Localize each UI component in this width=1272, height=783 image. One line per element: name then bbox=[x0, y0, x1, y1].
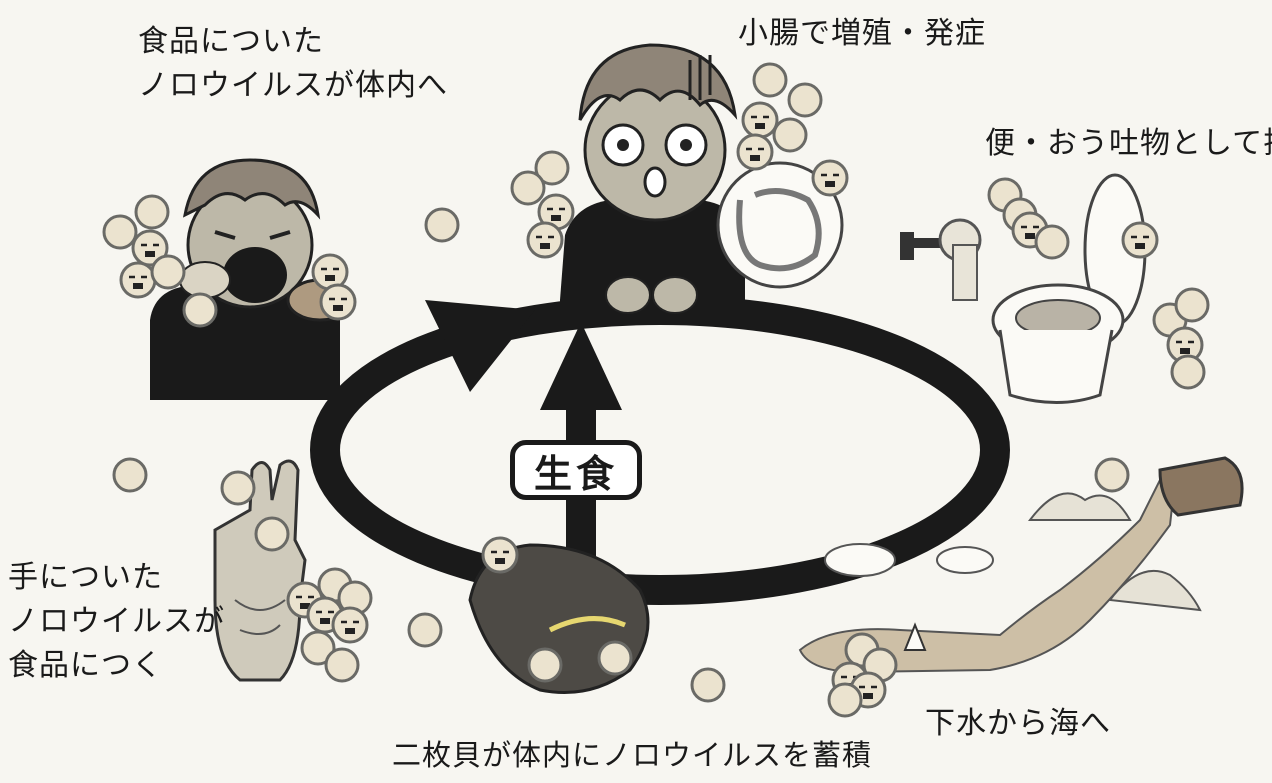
cycle-ring bbox=[310, 295, 1010, 605]
label-hand-line3: 食品につく bbox=[8, 648, 163, 683]
label-hand-line1: 手についた bbox=[8, 560, 163, 595]
drain-pipe bbox=[1158, 456, 1244, 517]
label-food-line1: 食品についた bbox=[138, 24, 324, 59]
person-eating bbox=[150, 158, 354, 400]
label-food-ingestion: 食品についた ノロウイルスが体内へ bbox=[138, 20, 448, 108]
hand bbox=[213, 459, 307, 682]
raw-eating-badge: 生食 bbox=[510, 440, 642, 500]
label-intestine: 小腸で増殖・発症 bbox=[738, 16, 986, 51]
label-hand-line2: ノロウイルスが bbox=[8, 604, 225, 639]
label-food-line2: ノロウイルスが体内へ bbox=[138, 68, 448, 103]
toilet bbox=[991, 173, 1147, 404]
toilet-paper-holder bbox=[900, 218, 982, 301]
intestine-inset bbox=[716, 159, 849, 289]
oyster bbox=[407, 536, 726, 703]
label-bivalve: 二枚貝が体内にノロウイルスを蓄積 bbox=[392, 738, 873, 772]
sea-landscape bbox=[798, 479, 1202, 674]
label-sewage-to-sea: 下水から海へ bbox=[925, 706, 1111, 741]
cycle-arrowhead bbox=[425, 300, 535, 392]
label-hand: 手についた ノロウイルスが 食品につく bbox=[8, 556, 225, 688]
person-sick bbox=[560, 43, 745, 314]
label-excretion: 便・おう吐物として排出 bbox=[985, 126, 1272, 161]
